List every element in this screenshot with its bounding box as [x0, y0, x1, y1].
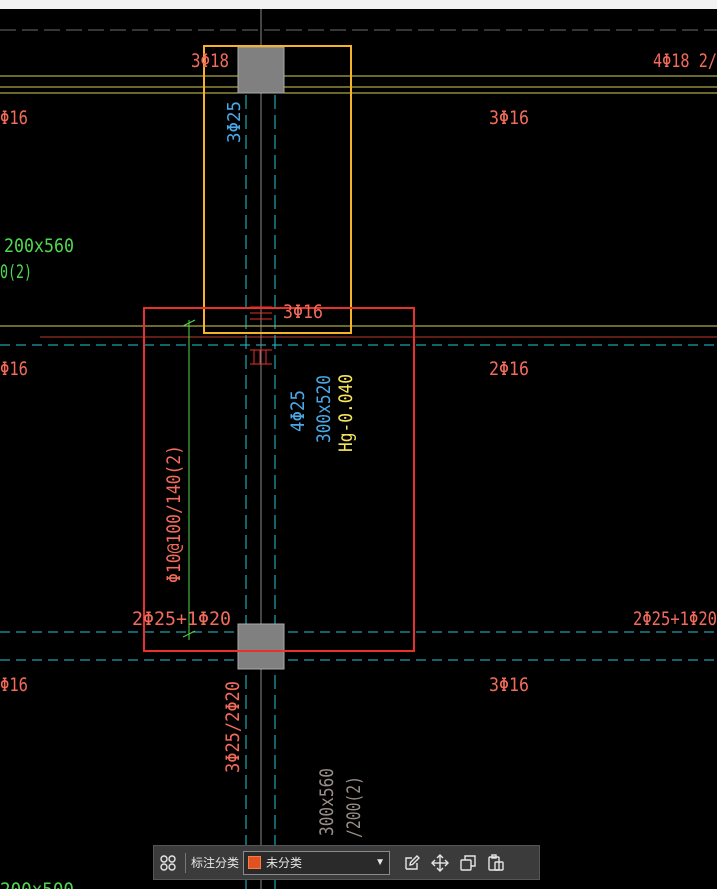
label-green-dim2: 0(2) [0, 261, 32, 283]
label-row1-left: Φ16 [0, 107, 28, 129]
selection-box-yellow[interactable] [203, 45, 352, 334]
label-beam-blue1: 4Φ25 [287, 390, 309, 432]
label-row2-left: Φ16 [0, 358, 28, 380]
green-dimension-line [182, 319, 196, 640]
move-icon[interactable] [426, 846, 454, 879]
label-vert-3phi25: 3Φ25 [224, 101, 245, 143]
copy-icon[interactable] [454, 846, 482, 879]
label-mid-3phi16: 3Φ16 [283, 301, 323, 323]
toolbar-separator [185, 852, 186, 873]
rebar-hatch-marks [250, 306, 272, 365]
label-top-right: 4Φ18 2/ [653, 50, 717, 72]
label-row3-right: 3Φ16 [489, 674, 529, 696]
label-beam-blue2: 300x520 [313, 375, 335, 443]
label-row1-right: 3Φ16 [489, 107, 529, 129]
label-footer-left: 200x500 [0, 879, 74, 889]
chevron-down-icon: ▼ [375, 857, 386, 868]
cad-drawing-canvas[interactable]: 3Φ18 4Φ18 2/ Φ16 3Φ16 3Φ25 200x560 0(2) … [0, 9, 717, 889]
paste-icon[interactable] [482, 846, 510, 879]
label-beam-yellow: Hg-0.040 [335, 374, 357, 452]
bottom-beam-lines [0, 631, 717, 661]
label-top-col: 3Φ18 [191, 50, 229, 72]
mid-beam-lines [0, 325, 717, 346]
top-beam-lines [0, 75, 717, 94]
category-select[interactable]: 未分类 ▼ [243, 850, 391, 875]
grid-icon[interactable] [154, 846, 182, 879]
label-green-dim1: 200x560 [4, 235, 74, 257]
label-stirrup: Φ10@100/140(2) [163, 445, 185, 583]
annotation-toolbar: 标注分类 未分类 ▼ [153, 845, 540, 880]
label-row2-right: 2Φ16 [489, 358, 529, 380]
label-lower-dim1: 300x560 [316, 768, 338, 836]
label-bottom-left: 2Φ25+1Φ20 [132, 608, 231, 630]
selection-box-red[interactable] [143, 307, 415, 652]
category-select-value: 未分类 [266, 856, 303, 870]
category-label: 标注分类 [191, 856, 240, 870]
column-top[interactable] [237, 46, 285, 94]
category-color-swatch [248, 856, 262, 869]
column-bottom[interactable] [237, 623, 285, 670]
edit-icon[interactable] [398, 846, 426, 879]
label-vert-lower: 3Φ25/2Φ20 [222, 681, 244, 773]
window-top-strip [0, 0, 717, 9]
label-bottom-right: 2Φ25+1Φ20 [633, 608, 717, 630]
vertical-axis-lines [245, 9, 276, 889]
label-lower-dim2: /200(2) [343, 776, 365, 838]
label-row3-left: Φ16 [0, 674, 28, 696]
